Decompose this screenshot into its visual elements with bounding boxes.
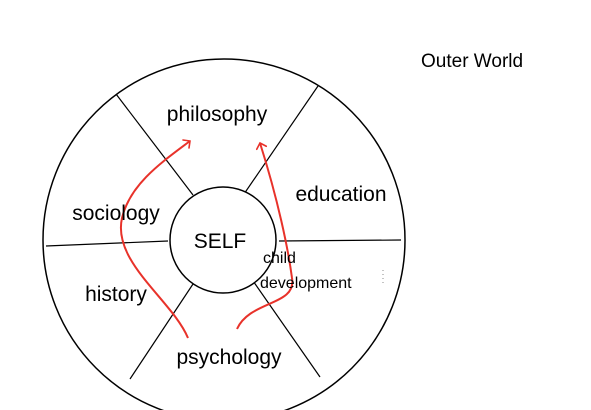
sector-label-history: history xyxy=(85,283,147,306)
center-label-self: SELF xyxy=(194,230,247,253)
sector-label-psychology: psychology xyxy=(176,346,282,369)
arrow-psychology-to-philosophy xyxy=(119,139,191,339)
sector-label-sociology: sociology xyxy=(72,202,160,225)
outer-world-label: Outer World xyxy=(421,51,523,72)
sector-label-philosophy: philosophy xyxy=(167,103,268,126)
spoke-left xyxy=(45,240,169,247)
self-circle xyxy=(169,186,277,294)
spoke-lower-right xyxy=(250,277,321,378)
spoke-upper-left xyxy=(115,93,194,196)
arrow-psychology-to-education xyxy=(236,141,294,330)
sector-label-development: development xyxy=(260,275,352,292)
spoke-lower-left xyxy=(129,277,198,380)
sector-label-child: child xyxy=(263,250,296,267)
sector-label-education: education xyxy=(295,183,386,206)
spoke-upper-right xyxy=(243,85,319,195)
outer-circle xyxy=(42,58,406,410)
spoke-right xyxy=(278,239,402,242)
